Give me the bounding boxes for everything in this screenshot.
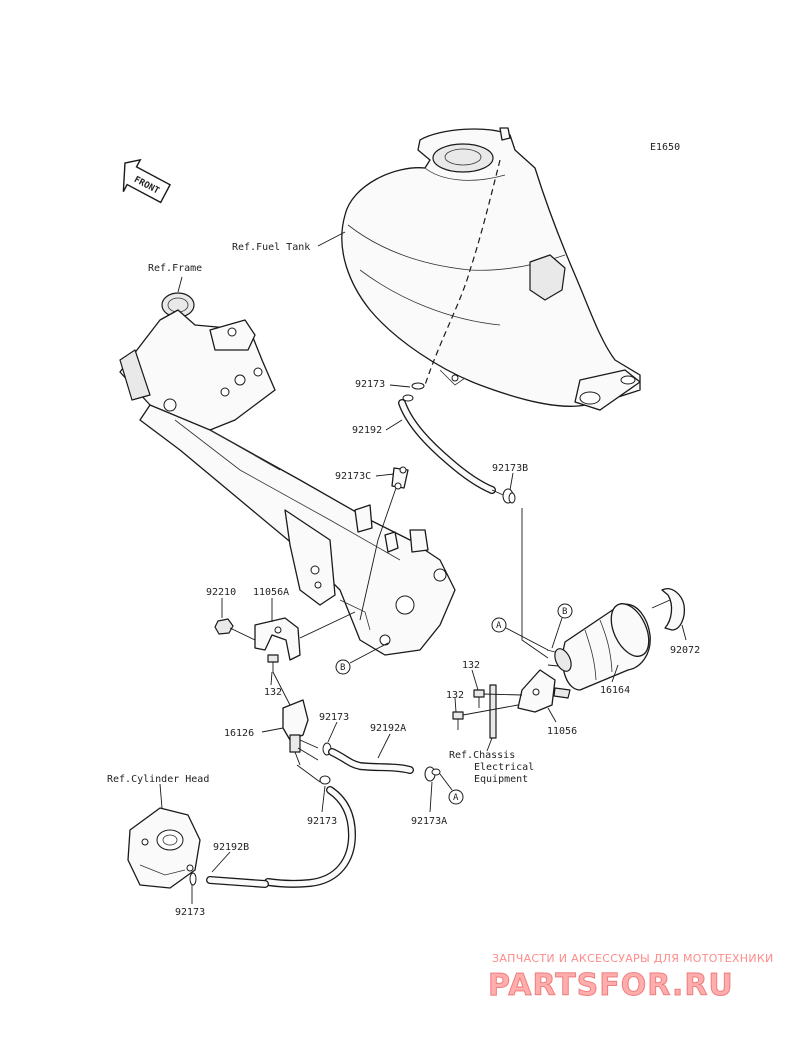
bracket-11056A xyxy=(254,617,301,661)
watermark-brand: PARTSFOR.RU xyxy=(488,968,734,1003)
part-92173-tank-label: 92173 xyxy=(355,379,385,390)
fuel-tank-drawing xyxy=(341,127,641,411)
callout-a-lower-label: A xyxy=(453,793,459,803)
ref-chassis-label-1: Ref.Chassis xyxy=(449,750,515,761)
part-92210-label: 92210 xyxy=(206,587,236,598)
part-92072-label: 92072 xyxy=(670,645,700,656)
ref-frame-label: Ref.Frame xyxy=(148,263,202,274)
cap-92072 xyxy=(661,588,686,631)
ref-chassis-label-3: Equipment xyxy=(474,774,528,785)
clamp-92173B xyxy=(502,488,516,504)
part-92173A-label: 92173A xyxy=(411,816,447,827)
watermark-tagline: ЗАПЧАСТИ И АКСЕССУАРЫ ДЛЯ МОТОТЕХНИКИ xyxy=(492,952,774,965)
callout-b-lower-label: B xyxy=(340,663,345,673)
strap xyxy=(489,684,497,739)
bracket-11056 xyxy=(517,669,571,713)
part-92173C-label: 92173C xyxy=(335,471,371,482)
part-92173B-label: 92173B xyxy=(492,463,528,474)
callout-a-lower: A xyxy=(448,789,464,805)
part-11056-label: 11056 xyxy=(547,726,577,737)
part-92192B-label: 92192B xyxy=(213,842,249,853)
hose-92192A xyxy=(328,748,414,774)
front-arrow-icon: FRONT xyxy=(122,158,172,204)
callout-b-lower: B xyxy=(335,659,351,675)
part-132-bottom-label: 132 xyxy=(446,690,464,701)
ref-chassis-label-2: Electrical xyxy=(474,762,534,773)
cylinder-head-drawing xyxy=(127,807,201,889)
clamp-92173-tank xyxy=(402,382,425,402)
valve-16126 xyxy=(282,699,319,766)
part-92173-head-label: 92173 xyxy=(175,907,205,918)
callout-a-upper: A xyxy=(491,617,507,633)
ref-cylinder-head-label: Ref.Cylinder Head xyxy=(107,774,209,785)
hose-92192B xyxy=(206,786,357,888)
part-92192A-label: 92192A xyxy=(370,723,406,734)
clamp-92173C xyxy=(391,466,409,490)
part-16126-label: 16126 xyxy=(224,728,254,739)
part-16164-label: 16164 xyxy=(600,685,630,696)
part-132-left-label: 132 xyxy=(264,687,282,698)
bolt-132-left xyxy=(267,654,279,672)
part-132-top-label: 132 xyxy=(462,660,480,671)
bolt-132-top xyxy=(473,689,485,708)
part-92173-low-label: 92173 xyxy=(307,816,337,827)
nut-92210 xyxy=(214,618,234,635)
part-92173-mid-label: 92173 xyxy=(319,712,349,723)
callout-b-upper-label: B xyxy=(562,607,567,617)
bolt-132-bottom xyxy=(452,711,464,730)
clamp-92173-low xyxy=(319,775,331,785)
ref-fuel-tank-label: Ref.Fuel Tank xyxy=(232,242,310,253)
hose-92192 xyxy=(398,399,511,499)
callout-b-upper: B xyxy=(557,603,573,619)
part-92192-label: 92192 xyxy=(352,425,382,436)
canister-16164 xyxy=(546,603,651,691)
clamp-92173-head xyxy=(189,872,197,886)
callout-a-upper-label: A xyxy=(496,621,502,631)
clamp-92173A xyxy=(424,766,441,782)
diagram-code: E1650 xyxy=(650,142,680,153)
part-11056A-label: 11056A xyxy=(253,587,289,598)
frame-drawing xyxy=(119,292,456,656)
